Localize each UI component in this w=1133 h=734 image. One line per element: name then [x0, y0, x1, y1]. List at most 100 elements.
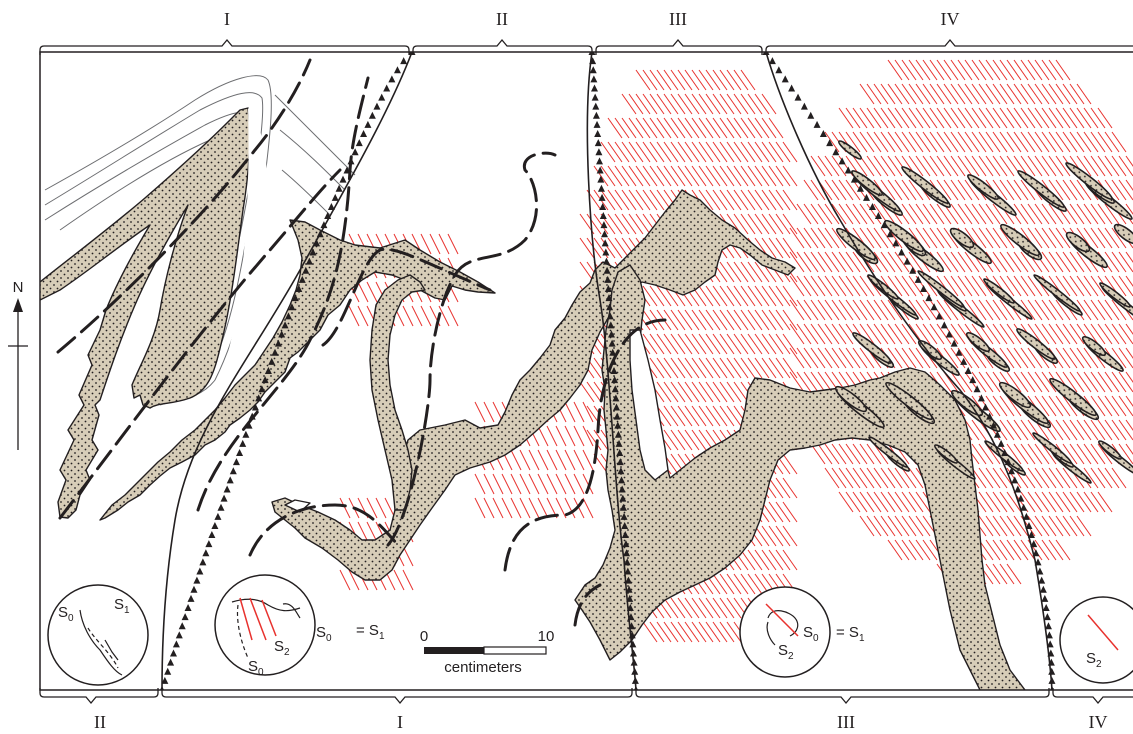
cleavage-trace: [768, 165, 784, 187]
cleavage-trace: [1048, 59, 1064, 81]
cleavage-trace: [943, 155, 959, 177]
cleavage-trace: [838, 347, 854, 369]
cleavage-trace: [684, 429, 700, 451]
cleavage-trace: [546, 425, 558, 447]
cleavage-trace: [1111, 251, 1127, 273]
front-barb: [819, 130, 827, 138]
cleavage-trace: [845, 107, 861, 129]
cleavage-trace: [1041, 443, 1057, 465]
cleavage-trace: [880, 467, 896, 489]
cleavage-trace: [901, 83, 917, 105]
cleavage-trace: [1034, 515, 1050, 537]
cleavage-trace: [957, 275, 973, 297]
cleavage-trace: [817, 323, 833, 345]
cleavage-trace: [845, 275, 861, 297]
cleavage-trace: [859, 83, 875, 105]
front-barb: [925, 294, 933, 302]
front-barb: [1022, 512, 1030, 520]
cleavage-trace: [733, 357, 749, 379]
front-barb: [591, 84, 599, 92]
cleavage-trace: [747, 213, 763, 235]
lens: [1049, 377, 1097, 417]
cleavage-trace: [740, 357, 756, 379]
cleavage-trace: [859, 515, 875, 537]
cleavage-trace: [894, 539, 910, 561]
cleavage-trace: [824, 443, 840, 465]
cleavage-trace: [366, 521, 378, 543]
cleavage-trace: [929, 83, 945, 105]
cleavage-trace: [866, 491, 882, 513]
front-barb: [597, 184, 605, 192]
cleavage-trace: [845, 299, 861, 321]
cleavage-trace: [992, 539, 1008, 561]
front-barb: [903, 257, 911, 265]
cleavage-trace: [691, 621, 707, 643]
cleavage-trace: [1006, 131, 1022, 153]
lenses-zone-IV: [834, 140, 1133, 484]
front-barb: [295, 284, 303, 292]
cleavage-trace: [1027, 443, 1043, 465]
cleavage-trace: [747, 189, 763, 211]
cleavage-trace: [824, 347, 840, 369]
front-barb: [190, 585, 198, 593]
cleavage-trace: [915, 83, 931, 105]
cleavage-trace: [1118, 419, 1133, 441]
cleavage-trace: [824, 179, 840, 201]
cleavage-trace: [894, 107, 910, 129]
cleavage-trace: [519, 449, 531, 471]
cleavage-trace: [887, 107, 903, 129]
cleavage-trace: [859, 107, 875, 129]
front-barb: [619, 503, 627, 511]
cleavage-trace: [1097, 491, 1113, 513]
cleavage-trace: [1069, 179, 1085, 201]
cleavage-trace: [1090, 107, 1106, 129]
lens: [983, 278, 1015, 304]
north-label: N: [13, 279, 24, 296]
cleavage-trace: [1041, 251, 1057, 273]
cleavage-trace: [726, 381, 742, 403]
cleavage-trace: [922, 59, 938, 81]
cleavage-trace: [726, 117, 742, 139]
cleavage-trace: [859, 155, 875, 177]
lens: [1017, 170, 1065, 208]
cleavage-trace: [936, 323, 952, 345]
cleavage-trace: [1062, 83, 1078, 105]
cleavage-trace: [1069, 107, 1085, 129]
cleavage-trace: [501, 497, 513, 519]
cleavage-trace: [754, 213, 770, 235]
lens: [1081, 336, 1107, 356]
cleavage-trace: [621, 165, 637, 187]
cleavage-trace: [992, 83, 1008, 105]
front-barb: [596, 166, 604, 174]
cleavage-trace: [922, 131, 938, 153]
cleavage-trace: [887, 251, 903, 273]
front-barb: [627, 613, 635, 621]
front-barb: [606, 303, 614, 311]
cleavage-trace: [915, 539, 931, 561]
cleavage-trace: [943, 227, 959, 249]
cleavage-trace: [992, 323, 1008, 345]
cleavage-trace: [992, 179, 1008, 201]
cleavage-trace: [943, 131, 959, 153]
cleavage-trace: [761, 117, 777, 139]
cleavage-trace: [782, 525, 798, 547]
cleavage-trace: [789, 323, 805, 345]
cleavage-trace: [1034, 467, 1050, 489]
cleavage-trace: [1041, 227, 1057, 249]
cleavage-trace: [747, 141, 763, 163]
cleavage-trace: [1083, 491, 1099, 513]
front-barb: [960, 357, 968, 365]
cleavage-trace: [1069, 131, 1085, 153]
cleavage-trace: [670, 117, 686, 139]
cleavage-trace: [705, 381, 721, 403]
cleavage-trace: [908, 203, 924, 225]
cleavage-trace: [971, 59, 987, 81]
cleavage-trace: [971, 203, 987, 225]
cleavage-trace: [1020, 491, 1036, 513]
inset-stereonet-c: [739, 586, 831, 678]
front-barb: [291, 294, 299, 302]
cleavage-trace: [705, 93, 721, 115]
cleavage-trace: [726, 573, 742, 595]
cleavage-trace: [733, 381, 749, 403]
cleavage-trace: [908, 515, 924, 537]
